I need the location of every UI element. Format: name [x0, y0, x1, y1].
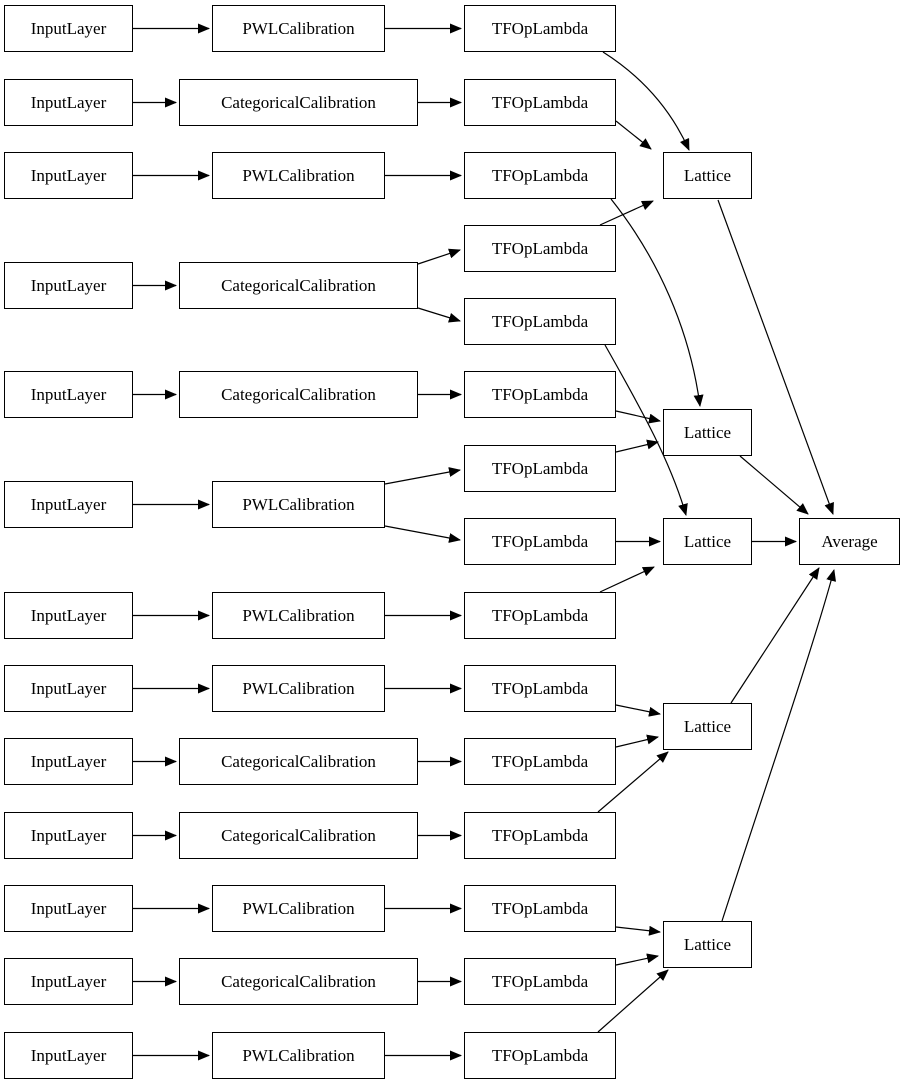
node-tfoplambda: TFOpLambda	[464, 298, 616, 345]
node-tfoplambda: TFOpLambda	[464, 665, 616, 712]
edge-t13-lat5	[615, 925, 661, 936]
node-inputlayer: InputLayer	[4, 812, 133, 859]
node-categoricalcalibration: CategoricalCalibration	[179, 79, 418, 126]
edge-t6-lat2	[615, 410, 661, 424]
edge-lat5-avg	[721, 569, 836, 922]
node-categoricalcalibration: CategoricalCalibration	[179, 262, 418, 309]
node-inputlayer: InputLayer	[4, 958, 133, 1005]
node-tfoplambda: TFOpLambda	[464, 738, 616, 785]
node-average: Average	[799, 518, 900, 565]
node-inputlayer: InputLayer	[4, 738, 133, 785]
node-inputlayer: InputLayer	[4, 592, 133, 639]
node-categoricalcalibration: CategoricalCalibration	[179, 958, 418, 1005]
edge-cal6-t7	[384, 467, 461, 485]
edge-t1-lat1	[602, 51, 690, 151]
node-tfoplambda: TFOpLambda	[464, 79, 616, 126]
node-tfoplambda: TFOpLambda	[464, 1032, 616, 1079]
node-categoricalcalibration: CategoricalCalibration	[179, 738, 418, 785]
node-pwlcalibration: PWLCalibration	[212, 1032, 385, 1079]
node-tfoplambda: TFOpLambda	[464, 152, 616, 199]
node-lattice: Lattice	[663, 703, 752, 750]
node-tfoplambda: TFOpLambda	[464, 885, 616, 932]
node-pwlcalibration: PWLCalibration	[212, 481, 385, 528]
edge-t4-lat1	[599, 200, 654, 226]
node-lattice: Lattice	[663, 518, 752, 565]
node-inputlayer: InputLayer	[4, 5, 133, 52]
node-lattice: Lattice	[663, 152, 752, 199]
edge-lat1-avg	[717, 199, 834, 515]
node-tfoplambda: TFOpLambda	[464, 592, 616, 639]
node-categoricalcalibration: CategoricalCalibration	[179, 371, 418, 418]
edge-t5-lat3	[604, 344, 688, 516]
node-pwlcalibration: PWLCalibration	[212, 885, 385, 932]
edge-cal4-t5	[417, 307, 461, 323]
node-lattice: Lattice	[663, 409, 752, 456]
edge-t10-lat4	[615, 704, 661, 717]
node-tfoplambda: TFOpLambda	[464, 518, 616, 565]
edge-t3-lat2	[610, 198, 704, 407]
edge-t7-lat2	[615, 439, 659, 453]
edge-lat4-avg	[730, 567, 820, 704]
node-inputlayer: InputLayer	[4, 152, 133, 199]
edge-cal6-t8	[384, 525, 461, 543]
edge-cal4-t4	[417, 248, 461, 265]
node-pwlcalibration: PWLCalibration	[212, 592, 385, 639]
edge-t14-lat5	[615, 953, 659, 966]
edge-t15-lat5	[597, 969, 669, 1033]
edge-t11-lat4	[615, 734, 659, 748]
node-inputlayer: InputLayer	[4, 79, 133, 126]
node-pwlcalibration: PWLCalibration	[212, 5, 385, 52]
edge-lat2-avg	[739, 455, 809, 515]
edge-t9-lat3	[599, 566, 655, 593]
node-inputlayer: InputLayer	[4, 371, 133, 418]
node-tfoplambda: TFOpLambda	[464, 5, 616, 52]
node-tfoplambda: TFOpLambda	[464, 371, 616, 418]
node-pwlcalibration: PWLCalibration	[212, 665, 385, 712]
node-inputlayer: InputLayer	[4, 481, 133, 528]
node-inputlayer: InputLayer	[4, 665, 133, 712]
node-tfoplambda: TFOpLambda	[464, 958, 616, 1005]
node-tfoplambda: TFOpLambda	[464, 445, 616, 492]
node-inputlayer: InputLayer	[4, 885, 133, 932]
node-inputlayer: InputLayer	[4, 1032, 133, 1079]
node-pwlcalibration: PWLCalibration	[212, 152, 385, 199]
node-tfoplambda: TFOpLambda	[464, 225, 616, 272]
node-tfoplambda: TFOpLambda	[464, 812, 616, 859]
node-lattice: Lattice	[663, 921, 752, 968]
node-inputlayer: InputLayer	[4, 262, 133, 309]
edge-t12-lat4	[597, 751, 669, 813]
node-categoricalcalibration: CategoricalCalibration	[179, 812, 418, 859]
edge-t2-lat1	[615, 120, 652, 150]
